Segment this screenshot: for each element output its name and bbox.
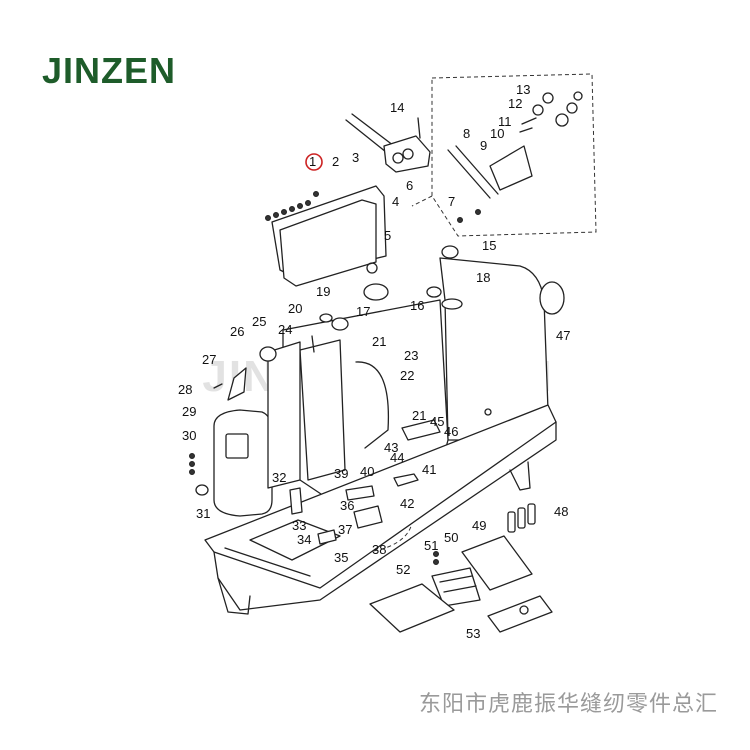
part-label-24: 24: [278, 322, 292, 337]
part-label-13: 13: [516, 82, 530, 97]
machine-arm: [282, 257, 549, 501]
part-label-29: 29: [182, 404, 196, 419]
part-label-43: 43: [384, 440, 398, 455]
part-label-31: 31: [196, 506, 210, 521]
part-label-44: 44: [390, 450, 404, 465]
cover-screws: [265, 191, 319, 221]
front-cover-plate: [213, 409, 273, 517]
part-label-36: 36: [340, 498, 354, 513]
side-cover-assembly: [271, 185, 387, 287]
part-label-37: 37: [338, 522, 352, 537]
part-label-42: 42: [400, 496, 414, 511]
loose-plates: [369, 535, 553, 633]
part-label-40: 40: [360, 464, 374, 479]
upper-callout-box: [411, 73, 597, 237]
part-label-21: 21: [412, 408, 426, 423]
footer-shop-name: 东阳市虎鹿振华缝纫零件总汇: [418, 692, 718, 717]
part-label-12: 12: [508, 96, 522, 111]
part-label-17: 17: [356, 304, 370, 319]
part-label-38: 38: [372, 542, 386, 557]
thread-tension-parts: [345, 91, 583, 223]
part-label-48: 48: [554, 504, 568, 519]
part-label-21: 21: [372, 334, 386, 349]
part-label-27: 27: [202, 352, 216, 367]
part-label-22: 22: [400, 368, 414, 383]
part-label-6: 6: [406, 178, 413, 193]
part-label-15: 15: [482, 238, 496, 253]
part-label-10: 10: [490, 126, 504, 141]
part-label-25: 25: [252, 314, 266, 329]
part-label-8: 8: [463, 126, 470, 141]
part-label-9: 9: [480, 138, 487, 153]
part-label-47: 47: [556, 328, 570, 343]
part-label-53: 53: [466, 626, 480, 641]
part-label-3: 3: [352, 150, 359, 165]
part-label-16: 16: [410, 298, 424, 313]
part-label-19: 19: [316, 284, 330, 299]
part-label-49: 49: [472, 518, 486, 533]
part-label-7: 7: [448, 194, 455, 209]
part-label-34: 34: [297, 532, 311, 547]
part-label-33: 33: [292, 518, 306, 533]
brand-logo: JINZEN: [42, 50, 177, 91]
part-label-41: 41: [422, 462, 436, 477]
part-label-39: 39: [334, 466, 348, 481]
part-label-1: 1: [309, 154, 316, 169]
part-label-35: 35: [334, 550, 348, 565]
part-label-5: 5: [384, 228, 391, 243]
misc-parts: [189, 245, 565, 545]
machine-bed: [204, 404, 557, 615]
part-label-20: 20: [288, 301, 302, 316]
part-label-50: 50: [444, 530, 458, 545]
part-label-51: 51: [424, 538, 438, 553]
part-label-18: 18: [476, 270, 490, 285]
part-label-28: 28: [178, 382, 192, 397]
part-label-30: 30: [182, 428, 196, 443]
highlight-circle: [305, 153, 323, 171]
part-label-14: 14: [390, 100, 404, 115]
face-plate-inner: [267, 341, 301, 489]
part-label-2: 2: [332, 154, 339, 169]
part-label-11: 11: [498, 114, 512, 129]
part-label-23: 23: [404, 348, 418, 363]
part-label-52: 52: [396, 562, 410, 577]
part-label-46: 46: [444, 424, 458, 439]
part-label-45: 45: [430, 414, 444, 429]
part-label-4: 4: [392, 194, 399, 209]
part-label-26: 26: [230, 324, 244, 339]
part-label-32: 32: [272, 470, 286, 485]
